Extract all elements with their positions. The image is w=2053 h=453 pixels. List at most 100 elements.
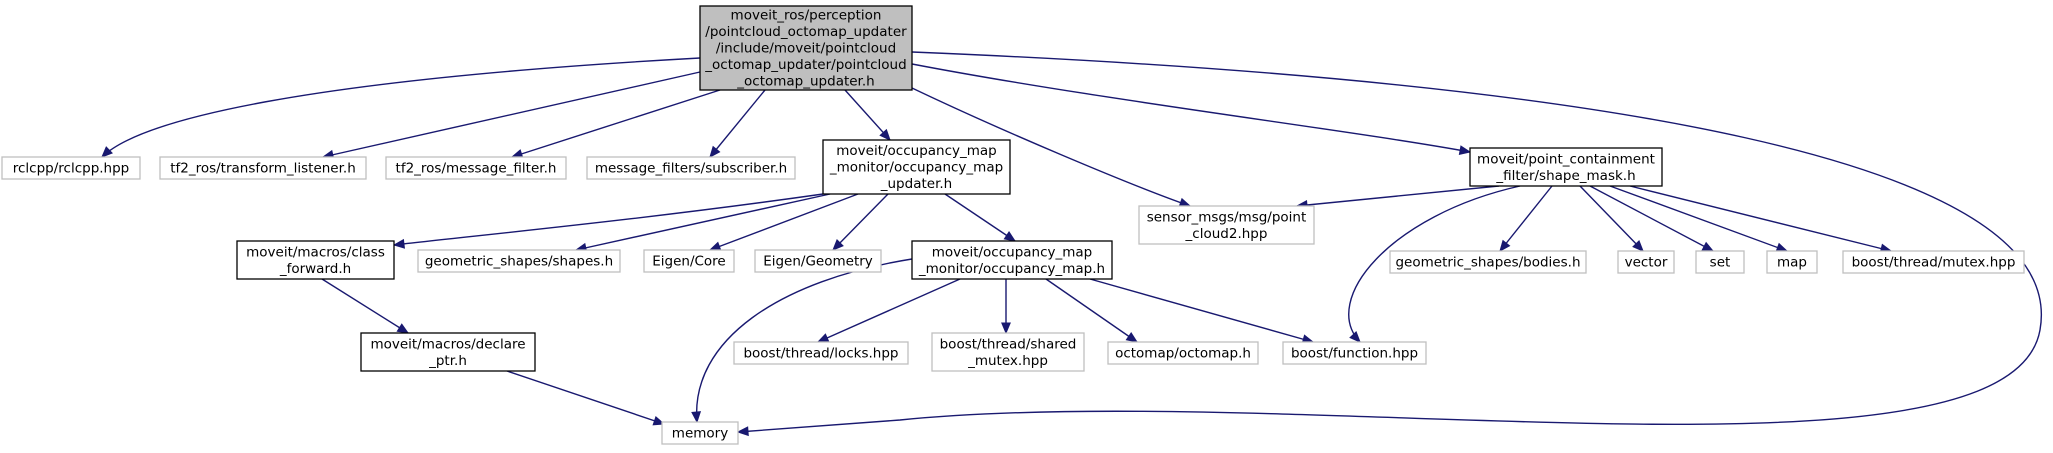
node-tf2_filter[interactable]: tf2_ros/message_filter.h <box>385 156 567 180</box>
node-root[interactable]: moveit_ros/perception/pointcloud_octomap… <box>699 5 913 91</box>
node-map[interactable]: map <box>1766 250 1818 274</box>
node-label-line: sensor_msgs/msg/point <box>1147 209 1307 225</box>
edge-declare_ptr-to-memory <box>506 370 666 426</box>
node-label-line: _forward.h <box>279 261 351 277</box>
node-vector[interactable]: vector <box>1617 250 1675 274</box>
node-label-line: Eigen/Geometry <box>763 254 873 270</box>
node-tf2_listener[interactable]: tf2_ros/transform_listener.h <box>159 156 367 180</box>
edge-line <box>393 193 824 246</box>
node-pc2[interactable]: sensor_msgs/msg/point_cloud2.hpp <box>1138 205 1315 245</box>
node-eigen_geom[interactable]: Eigen/Geometry <box>754 249 882 273</box>
edge-line <box>1296 185 1500 207</box>
edge-om_updater-to-eigen_geom <box>832 193 889 251</box>
edge-line <box>321 278 409 334</box>
edge-arrowhead <box>1499 239 1511 253</box>
edge-arrowhead <box>1349 330 1361 343</box>
edge-line <box>1089 278 1314 343</box>
node-b_mutex[interactable]: boost/thread/mutex.hpp <box>1842 250 2025 274</box>
node-b_shared[interactable]: boost/thread/shared_mutex.hpp <box>931 332 1085 372</box>
node-label-line: boost/thread/mutex.hpp <box>1852 255 2016 271</box>
edge-line <box>911 63 1471 153</box>
node-label-line: _octomap_updater.h <box>736 74 874 90</box>
node-box <box>1842 250 2025 274</box>
node-label-line: _ptr.h <box>428 353 467 369</box>
node-label-line: boost/thread/shared <box>940 336 1077 352</box>
node-box <box>1617 250 1675 274</box>
node-box <box>1695 250 1745 274</box>
edge-line <box>322 71 701 158</box>
edge-shape_mask-to-b_function <box>1348 185 1521 343</box>
edge-arrowhead <box>1001 322 1011 335</box>
node-bodies[interactable]: geometric_shapes/bodies.h <box>1389 250 1587 274</box>
edge-om_map-to-b_locks <box>816 278 961 343</box>
node-label-line: moveit/occupancy_map <box>836 143 997 159</box>
edge-line <box>1499 185 1553 252</box>
edge-arrowhead <box>396 323 410 334</box>
edge-arrowhead <box>832 239 844 251</box>
node-box <box>911 240 1113 280</box>
edge-arrowhead <box>1458 145 1472 155</box>
node-shapes[interactable]: geometric_shapes/shapes.h <box>417 249 621 273</box>
node-label-line: _updater.h <box>880 176 952 192</box>
node-rclcpp[interactable]: rclcpp/rclcpp.hpp <box>1 156 141 180</box>
edge-root-to-msg_sub <box>709 89 766 158</box>
node-om_updater[interactable]: moveit/occupancy_map_monitor/occupancy_m… <box>822 139 1011 195</box>
edge-line <box>1629 185 1892 252</box>
node-label-line: _octomap_updater/pointcloud <box>704 57 906 73</box>
node-label-line: _monitor/occupancy_map <box>829 160 1003 176</box>
node-layer: moveit_ros/perception/pointcloud_octomap… <box>1 5 2025 445</box>
node-label-line: moveit_ros/perception <box>731 8 882 24</box>
node-label-line: vector <box>1625 255 1668 271</box>
edge-line <box>1348 185 1521 343</box>
node-label-line: boost/function.hpp <box>1291 346 1418 362</box>
edge-line <box>1579 185 1644 252</box>
node-box <box>661 421 739 445</box>
node-label-line: moveit/macros/declare <box>370 336 525 352</box>
edge-line <box>817 278 961 343</box>
node-box <box>236 240 395 280</box>
node-box <box>1 156 141 180</box>
node-label-line: map <box>1777 255 1807 271</box>
node-label-line: boost/thread/locks.hpp <box>743 346 898 362</box>
node-eigen_core[interactable]: Eigen/Core <box>643 249 735 273</box>
edge-line <box>911 87 1191 207</box>
node-label-line: _mutex.hpp <box>967 353 1048 369</box>
node-memory[interactable]: memory <box>661 421 739 445</box>
node-class_fwd[interactable]: moveit/macros/class_forward.h <box>236 240 395 280</box>
edge-layer <box>101 51 2043 437</box>
node-box <box>822 139 1011 195</box>
node-b_function[interactable]: boost/function.hpp <box>1282 341 1427 365</box>
edge-arrowhead <box>709 145 721 158</box>
node-shape_mask[interactable]: moveit/point_containment_filter/shape_ma… <box>1469 147 1663 187</box>
edge-line <box>709 89 766 158</box>
edge-root-to-memory <box>736 51 2043 437</box>
edge-shape_mask-to-bodies <box>1499 185 1553 253</box>
edge-shape_mask-to-vector <box>1579 185 1644 252</box>
edge-arrowhead <box>736 426 749 437</box>
node-label-line: tf2_ros/transform_listener.h <box>170 161 356 177</box>
node-label-line: _filter/shape_mask.h <box>1495 168 1635 184</box>
node-label-line: Eigen/Core <box>652 254 726 270</box>
node-box <box>1107 341 1259 365</box>
node-declare_ptr[interactable]: moveit/macros/declare_ptr.h <box>360 332 536 372</box>
node-set[interactable]: set <box>1695 250 1745 274</box>
edge-line <box>709 193 859 251</box>
node-label-line: moveit/occupancy_map <box>932 244 1093 260</box>
edge-line <box>944 193 1016 242</box>
node-msg_sub[interactable]: message_filters/subscriber.h <box>586 156 796 180</box>
node-b_locks[interactable]: boost/thread/locks.hpp <box>733 341 909 365</box>
edge-root-to-om_updater <box>844 89 891 141</box>
edge-arrowhead <box>101 146 113 158</box>
node-om_map[interactable]: moveit/occupancy_map_monitor/occupancy_m… <box>911 240 1113 280</box>
node-label-line: rclcpp/rclcpp.hpp <box>13 161 130 177</box>
edge-line <box>832 193 889 251</box>
node-label-line: set <box>1710 255 1731 271</box>
edge-arrowhead <box>691 411 702 424</box>
node-octomap[interactable]: octomap/octomap.h <box>1107 341 1259 365</box>
edge-arrowhead <box>1125 331 1139 343</box>
edge-arrowhead <box>392 238 406 249</box>
node-label-line: memory <box>672 426 728 442</box>
edge-om_updater-to-class_fwd <box>392 193 824 249</box>
node-box <box>1469 147 1663 187</box>
